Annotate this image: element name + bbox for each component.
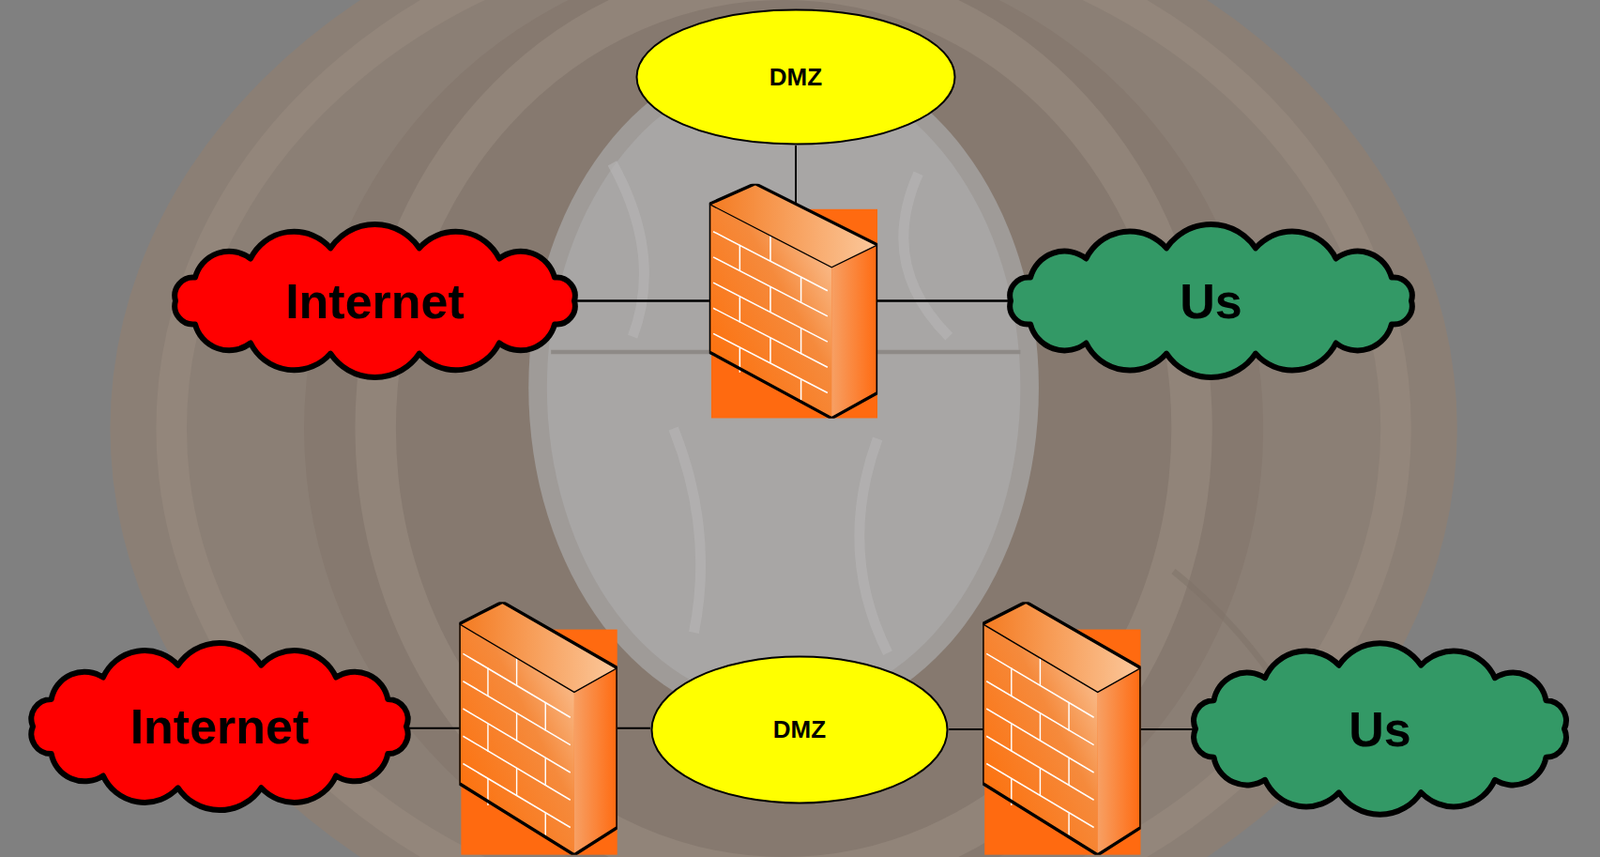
network-cloud: Internet — [152, 224, 597, 378]
cloud-shape — [1193, 642, 1567, 814]
node-label: DMZ — [769, 62, 823, 92]
firewall-icon — [982, 601, 1142, 855]
cloud-shape — [1009, 224, 1413, 378]
network-cloud: Us — [988, 224, 1434, 378]
node-label: Us — [1348, 700, 1411, 758]
firewall-icon — [458, 601, 618, 855]
firewall-icon — [709, 183, 878, 419]
node-label: Internet — [285, 273, 465, 330]
ellipse-shape — [652, 656, 948, 804]
network-cloud: Us — [1173, 640, 1587, 817]
cloud-shape — [174, 224, 576, 378]
ellipse-shape — [637, 10, 956, 145]
zone-ellipse: DMZ — [635, 8, 957, 146]
node-label: Internet — [130, 698, 310, 755]
node-label: Us — [1179, 273, 1242, 330]
cloud-shape — [30, 642, 408, 810]
node-label: DMZ — [773, 715, 826, 745]
zone-ellipse: DMZ — [650, 655, 949, 805]
network-cloud: Internet — [10, 640, 429, 812]
